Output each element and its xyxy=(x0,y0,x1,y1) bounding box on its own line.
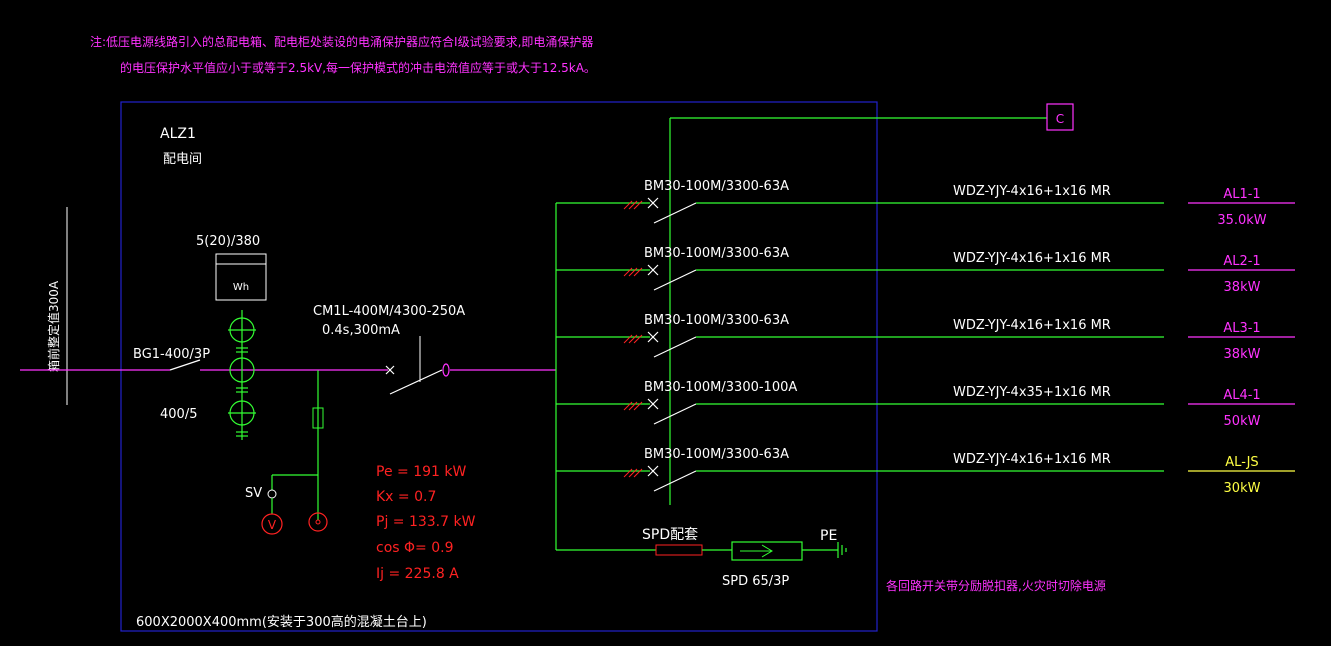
breaker-blade xyxy=(653,336,697,358)
sv-label: SV xyxy=(245,486,262,501)
breaker-blade xyxy=(653,202,697,224)
ct-ratio: 400/5 xyxy=(160,407,197,422)
incoming-breaker-label: BG1-400/3P xyxy=(133,347,210,362)
voltmeter-label: V xyxy=(268,518,277,532)
panel-boundary xyxy=(120,101,878,632)
breaker-blade xyxy=(653,269,697,291)
control-tag: C xyxy=(1056,112,1064,126)
calc-pj: Pj = 133.7 kW xyxy=(376,514,476,530)
cable-label: WDZ-YJY-4x16+1x16 MR xyxy=(953,184,1111,199)
panel-room: 配电间 xyxy=(163,152,202,167)
kwh-meter-icon xyxy=(215,253,267,301)
calc-ij: Ij = 225.8 A xyxy=(376,566,459,582)
voltage-switch-icon xyxy=(267,489,277,499)
outgoing-circuits: BM30-100M/3300-63A WDZ-YJY-4x16+1x16 MR AL… xyxy=(556,179,1295,496)
breaker-label: BM30-100M/3300-100A xyxy=(644,380,797,395)
panel-name: ALZ1 xyxy=(160,126,196,142)
breaker-blade xyxy=(653,470,697,492)
ct-symbols xyxy=(228,310,256,440)
cable-label: WDZ-YJY-4x16+1x16 MR xyxy=(953,452,1111,467)
spd-icon xyxy=(731,541,803,561)
breaker-label: BM30-100M/3300-63A xyxy=(644,246,789,261)
spd-label-top: SPD配套 xyxy=(642,527,698,543)
main-breaker-symbol xyxy=(385,336,450,395)
calc-kx: Kx = 0.7 xyxy=(376,489,436,505)
board-name: AL2-1 xyxy=(1223,254,1260,269)
spd-label-bottom: SPD 65/3P xyxy=(722,574,789,589)
circuit-2: BM30-100M/3300-63A WDZ-YJY-4x16+1x16 MR AL… xyxy=(556,246,1295,295)
board-power: 38kW xyxy=(1224,347,1261,362)
incoming-breaker-symbol xyxy=(169,359,318,371)
board-name: AL1-1 xyxy=(1223,187,1260,202)
note-line-2: 的电压保护水平值应小于或等于2.5kV,每一保护模式的冲击电流值应等于或大于12… xyxy=(120,60,596,75)
breaker-blade xyxy=(653,403,697,425)
meter-symbol: Wh xyxy=(233,282,249,293)
meter-rating: 5(20)/380 xyxy=(196,234,260,249)
board-name: AL4-1 xyxy=(1223,388,1260,403)
breaker-label: BM30-100M/3300-63A xyxy=(644,179,789,194)
rcd-setting: 0.4s,300mA xyxy=(322,323,400,338)
pe-label: PE xyxy=(820,528,837,544)
control-tag-box xyxy=(1046,103,1074,131)
circuit-1: BM30-100M/3300-63A WDZ-YJY-4x16+1x16 MR AL… xyxy=(556,179,1295,228)
calc-cos: cos Φ= 0.9 xyxy=(376,540,453,556)
breaker-label: BM30-100M/3300-63A xyxy=(644,447,789,462)
board-power: 35.0kW xyxy=(1217,213,1266,228)
board-power: 50kW xyxy=(1224,414,1261,429)
footnote: 各回路开关带分励脱扣器,火灾时切除电源 xyxy=(886,578,1106,593)
note-line-1: 注:低压电源线路引入的总配电箱、配电柜处装设的电涌保护器应符合I级试验要求,即电… xyxy=(90,34,593,49)
circuit-4: BM30-100M/3300-100A WDZ-YJY-4x35+1x16 MR A… xyxy=(556,380,1295,429)
cable-label: WDZ-YJY-4x16+1x16 MR xyxy=(953,251,1111,266)
cable-label: WDZ-YJY-4x16+1x16 MR xyxy=(953,318,1111,333)
breaker-label: BM30-100M/3300-63A xyxy=(644,313,789,328)
incoming-setting-label: 箱前整定值300A xyxy=(46,280,61,372)
circuit-3: BM30-100M/3300-63A WDZ-YJY-4x16+1x16 MR AL… xyxy=(556,313,1295,362)
voltmeter-icon xyxy=(261,513,283,535)
board-power: 38kW xyxy=(1224,280,1261,295)
circuit-5: BM30-100M/3300-63A WDZ-YJY-4x16+1x16 MR AL… xyxy=(556,447,1295,496)
ground-icon xyxy=(837,542,847,558)
panel-dimensions: 600X2000X400mm(安装于300高的混凝土台上) xyxy=(136,614,427,630)
cable-label: WDZ-YJY-4x35+1x16 MR xyxy=(953,385,1111,400)
board-power: 30kW xyxy=(1224,481,1261,496)
fuse-icon xyxy=(312,407,324,429)
board-name: AL-JS xyxy=(1225,455,1258,470)
calc-pe: Pe = 191 kW xyxy=(376,464,466,480)
board-name: AL3-1 xyxy=(1223,321,1260,336)
main-breaker-label: CM1L-400M/4300-250A xyxy=(313,304,465,319)
indicator-lamp-icon xyxy=(308,512,328,532)
spd-fuse-icon xyxy=(655,544,703,556)
